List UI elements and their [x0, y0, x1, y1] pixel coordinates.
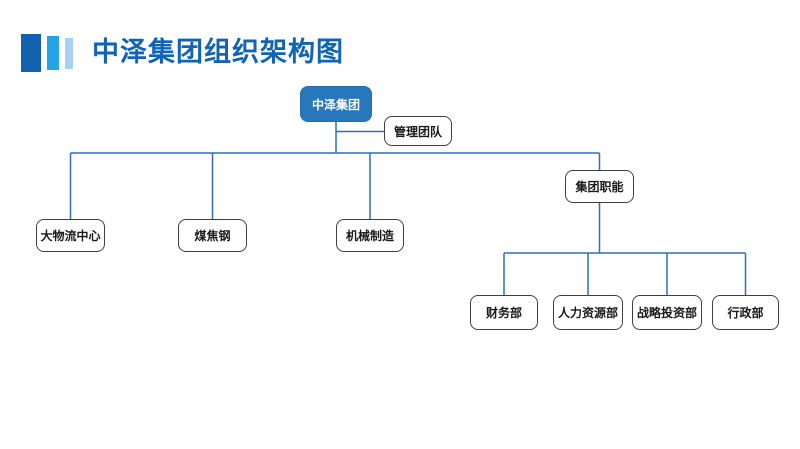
node-label: 煤焦钢 [194, 229, 231, 243]
node-division-logistics-center: 大物流中心 [36, 219, 105, 252]
node-label: 战略投资部 [636, 306, 697, 320]
node-label: 集团职能 [575, 180, 624, 194]
node-label: 管理团队 [393, 124, 442, 139]
node-label: 财务部 [485, 306, 522, 320]
logo-bar-dark-icon [21, 34, 41, 72]
page-title: 中泽集团组织架构图 [92, 37, 344, 67]
node-management-team: 管理团队 [384, 116, 452, 146]
node-dept-finance: 财务部 [470, 295, 538, 330]
node-label: 大物流中心 [40, 229, 101, 243]
node-dept-administration: 行政部 [712, 295, 779, 330]
node-label: 人力资源部 [557, 306, 618, 320]
logo-bar-light-icon [65, 37, 73, 69]
node-group-functions: 集团职能 [565, 170, 634, 203]
node-label: 行政部 [727, 306, 764, 320]
node-label: 机械制造 [345, 229, 394, 243]
node-label: 中泽集团 [311, 97, 360, 112]
node-dept-strategic-investment: 战略投资部 [632, 295, 702, 330]
node-dept-human-resources: 人力资源部 [553, 295, 623, 330]
node-group-root: 中泽集团 [300, 86, 372, 122]
logo-bars [21, 33, 73, 73]
node-division-machinery: 机械制造 [336, 219, 404, 252]
node-division-coal-coke-steel: 煤焦钢 [178, 219, 247, 252]
logo-bar-mid-icon [47, 36, 59, 70]
